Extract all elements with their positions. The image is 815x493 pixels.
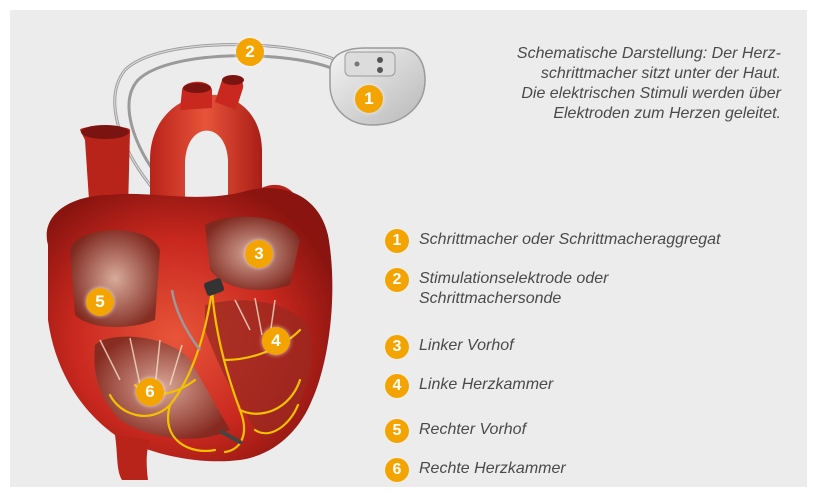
legend-number-5: 5	[385, 419, 409, 443]
caption-line-3: Die elektrischen Stimuli werden über	[421, 84, 781, 104]
legend-item-lead: 2 Stimulationselektrode oder Schrittmach…	[385, 268, 795, 309]
figure-caption: Schematische Darstellung: Der Herz- schr…	[421, 44, 781, 124]
marker-pacemaker: 1	[355, 85, 383, 113]
marker-right-atrium: 5	[86, 288, 114, 316]
legend-label-4: Linke Herzkammer	[419, 375, 553, 395]
legend-label-1: Schrittmacher oder Schrittmacheraggregat	[419, 230, 720, 250]
legend-item-right-ventricle: 6 Rechte Herzkammer	[385, 458, 795, 482]
caption-line-2: schrittmacher sitzt unter der Haut.	[421, 64, 781, 84]
legend-label-2: Stimulationselektrode oder Schrittmacher…	[419, 269, 608, 309]
right-atrium-cavity	[70, 230, 160, 327]
legend-label-2-line-1: Stimulationselektrode oder	[419, 269, 608, 289]
marker-left-atrium: 3	[245, 240, 273, 268]
legend-item-left-ventricle: 4 Linke Herzkammer	[385, 374, 795, 398]
legend-label-3: Linker Vorhof	[419, 336, 514, 356]
legend-label-2-line-2: Schrittmachersonde	[419, 289, 608, 309]
legend-label-5: Rechter Vorhof	[419, 420, 526, 440]
marker-left-ventricle: 4	[262, 327, 290, 355]
pacemaker-device	[330, 48, 425, 125]
marker-right-ventricle: 6	[136, 378, 164, 406]
legend-item-left-atrium: 3 Linker Vorhof	[385, 335, 795, 359]
caption-line-1: Schematische Darstellung: Der Herz-	[421, 44, 781, 64]
legend-number-1: 1	[385, 229, 409, 253]
legend-item-pacemaker: 1 Schrittmacher oder Schrittmacheraggreg…	[385, 229, 795, 253]
legend-number-6: 6	[385, 458, 409, 482]
legend-number-3: 3	[385, 335, 409, 359]
caption-line-4: Elektroden zum Herzen geleitet.	[421, 104, 781, 124]
marker-lead: 2	[236, 38, 264, 66]
legend-item-right-atrium: 5 Rechter Vorhof	[385, 419, 795, 443]
legend-label-6: Rechte Herzkammer	[419, 459, 566, 479]
legend-number-2: 2	[385, 268, 409, 292]
legend-number-4: 4	[385, 374, 409, 398]
